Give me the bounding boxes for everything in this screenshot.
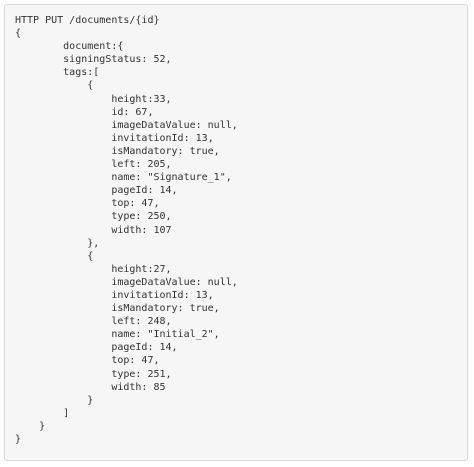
code-line: imageDataValue: null, bbox=[15, 276, 238, 288]
code-line: signingStatus: 52, bbox=[15, 54, 172, 66]
code-line: width: 85 bbox=[15, 381, 166, 393]
code-line: name: "Signature_1", bbox=[15, 172, 232, 184]
code-line: }, bbox=[15, 237, 100, 249]
code-line: HTTP PUT /documents/{id} bbox=[15, 15, 160, 26]
code-line: } bbox=[15, 420, 46, 432]
code-line: ] bbox=[15, 407, 70, 419]
code-line: isMandatory: true, bbox=[15, 145, 220, 157]
code-line: tags:[ bbox=[15, 67, 100, 79]
code-block: HTTP PUT /documents/{id} { document:{ si… bbox=[4, 4, 468, 461]
code-line: name: "Initial_2", bbox=[15, 329, 220, 341]
code-line: pageId: 14, bbox=[15, 185, 178, 197]
code-line: height:27, bbox=[15, 263, 172, 275]
code-line: left: 248, bbox=[15, 316, 172, 328]
code-line: } bbox=[15, 434, 22, 445]
code-line: type: 250, bbox=[15, 211, 172, 223]
code-line: { bbox=[15, 28, 22, 40]
code-line: pageId: 14, bbox=[15, 342, 178, 354]
code-line: top: 47, bbox=[15, 198, 160, 210]
code-line: isMandatory: true, bbox=[15, 303, 220, 315]
code-line: } bbox=[15, 394, 94, 406]
code-line: id: 67, bbox=[15, 106, 154, 118]
code-line: invitationId: 13, bbox=[15, 132, 214, 144]
code-line: width: 107 bbox=[15, 224, 172, 236]
code-line: height:33, bbox=[15, 93, 172, 105]
code-line: top: 47, bbox=[15, 355, 160, 367]
code-line: type: 251, bbox=[15, 368, 172, 380]
code-line: { bbox=[15, 250, 94, 262]
code-line: document:{ bbox=[15, 41, 124, 53]
code-line: imageDataValue: null, bbox=[15, 119, 238, 131]
code-line: invitationId: 13, bbox=[15, 289, 214, 301]
code-line: { bbox=[15, 80, 94, 92]
code-line: left: 205, bbox=[15, 159, 172, 171]
